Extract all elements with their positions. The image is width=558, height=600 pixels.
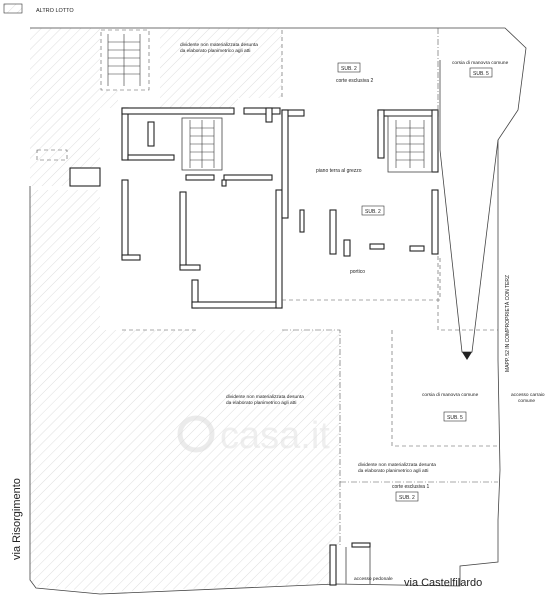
hatched-area-corte-2	[160, 28, 282, 108]
hatched-area-corte-1	[30, 190, 340, 592]
divider-low-line1: dividente non materializzata desunta	[358, 462, 436, 468]
sub2-top-tag: SUB. 2	[341, 66, 357, 72]
sub5-mid-tag: SUB. 5	[447, 415, 463, 421]
corsia-top-label: corsia di manovra comune	[452, 60, 509, 66]
divider-mid-line2: da elaborato planimetrico agli atti	[226, 400, 296, 406]
lot-boundary	[29, 27, 527, 595]
stair-block-right	[387, 115, 433, 173]
bottom-access	[329, 542, 371, 586]
sub2-mid-tag: SUB. 2	[365, 209, 381, 215]
hatched-area-left	[30, 28, 118, 186]
watermark: casa.it	[177, 415, 330, 457]
left-entry	[36, 149, 68, 161]
sub2-mid-tag-box	[361, 205, 385, 216]
sub5-mid-tag-box	[443, 411, 467, 422]
legend-swatch	[3, 3, 23, 14]
watermark-text: casa.it	[220, 415, 330, 457]
divider-mid-line1: dividente non materializzata desunta	[226, 394, 304, 400]
stair-block-left	[100, 29, 150, 91]
divider-top-line2: da elaborato planimetrico agli atti	[180, 48, 250, 54]
street-label-castelfilardo: via Castelfilardo	[404, 577, 482, 589]
street-label-risorgimento: via Risorgimento	[11, 478, 23, 560]
stair-block-center	[181, 117, 223, 171]
corsia-arrow	[439, 60, 499, 360]
accesso-carraio-line2: comune	[518, 399, 535, 404]
divider-top-line1: dividente non materializzata desunta	[180, 42, 258, 48]
left-entry-wall	[69, 167, 101, 187]
corsia-mid-label: corsia di manovra comune	[422, 392, 479, 398]
sub2-low-tag-box	[395, 491, 419, 502]
house-walls-right	[281, 109, 439, 257]
corsia-box	[391, 330, 498, 447]
divider-low-line2: da elaborato planimetrico agli atti	[358, 468, 428, 474]
sub2-low-tag: SUB. 2	[399, 495, 415, 501]
house-walls-left	[121, 107, 283, 309]
stairs-right	[395, 120, 425, 168]
mapp-vertical-label: MAPP. 52 IN COMPROPRIETÀ CON TERZ	[504, 275, 511, 372]
piano-terra-label: piano terra al grezzo	[316, 168, 362, 174]
accesso-pedonale-label: accesso pedonale	[354, 576, 393, 582]
portico-line	[282, 256, 441, 301]
accesso-carraio-line1: accesso carraio	[511, 392, 545, 398]
sub5-top-tag: SUB. 5	[473, 71, 489, 77]
sub5-top-tag-box	[469, 67, 493, 78]
portico-label: portico	[350, 269, 365, 275]
corte-esclusiva-2-label: corte esclusiva 2	[336, 78, 373, 84]
stairs-center	[189, 120, 215, 168]
sub2-top-tag-box	[337, 62, 361, 73]
legend-label: ALTRO LOTTO	[36, 8, 74, 14]
corsia-line	[437, 256, 498, 331]
stairs-left	[107, 34, 141, 86]
corte-esclusiva-1-label: corte esclusiva 1	[392, 484, 429, 490]
divider-center	[282, 329, 341, 545]
